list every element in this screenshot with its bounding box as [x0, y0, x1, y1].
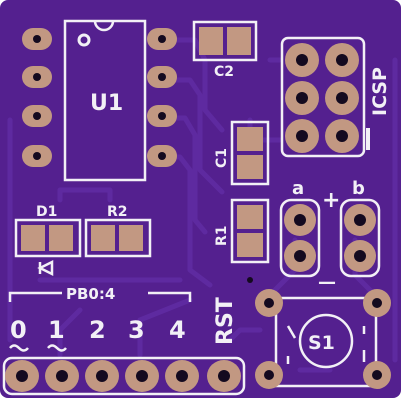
pin1-marker [77, 33, 91, 47]
pin0-label: 0 [10, 316, 27, 344]
pin-a-label: a [292, 178, 304, 199]
c2-pad [199, 27, 223, 55]
d1-pad [21, 225, 45, 251]
s1-button-outline [298, 313, 354, 369]
r1-label: R1 [214, 225, 230, 246]
icsp-header: ICSP [280, 36, 391, 158]
pin1-label: 1 [48, 316, 65, 344]
c1-label: C1 [214, 148, 230, 168]
c1-capacitor: C1 [214, 120, 270, 186]
c2-capacitor: C2 [192, 20, 258, 80]
power-headers: a + b — [247, 178, 381, 293]
pin-b-label: b [352, 178, 365, 199]
u1-chip: U1 [63, 19, 147, 182]
s1-switch: S1 [255, 289, 391, 389]
pb-label: PB0:4 [66, 285, 115, 303]
r1-pad [237, 205, 263, 229]
d1-pad [49, 225, 73, 251]
tilde-icon [9, 344, 29, 352]
c1-pad [237, 155, 263, 179]
pb-header-label: PB0:4 0 1 2 3 4 RST [8, 285, 238, 352]
plus-label: + [322, 188, 340, 213]
pb-pin-header [2, 356, 246, 396]
c1-pad [237, 127, 263, 151]
via-hole [247, 277, 253, 283]
u1-outline [63, 19, 147, 182]
d1-label: D1 [36, 204, 57, 220]
r1-pad [237, 233, 263, 257]
icsp-label: ICSP [369, 67, 391, 116]
r2-resistor: R2 [84, 204, 152, 258]
d1-diode: D1 [14, 204, 82, 277]
tilde-icon [47, 344, 67, 352]
u1-holes [33, 35, 166, 160]
c2-pad [227, 27, 251, 55]
pin2-label: 2 [89, 316, 106, 344]
r1-resistor: R1 [214, 198, 270, 264]
diode-icon [37, 259, 54, 277]
r2-label: R2 [107, 204, 128, 220]
pin3-label: 3 [128, 316, 145, 344]
u1-notch [93, 20, 115, 32]
icsp-pin1-mark [366, 128, 370, 150]
pin4-label: 4 [169, 316, 186, 344]
r2-pad [91, 225, 115, 251]
minus-label: — [318, 272, 336, 293]
rst-label: RST [213, 297, 238, 345]
c2-label: C2 [214, 64, 234, 80]
s1-label: S1 [308, 332, 335, 354]
r2-pad [119, 225, 143, 251]
u1-label: U1 [90, 91, 123, 116]
